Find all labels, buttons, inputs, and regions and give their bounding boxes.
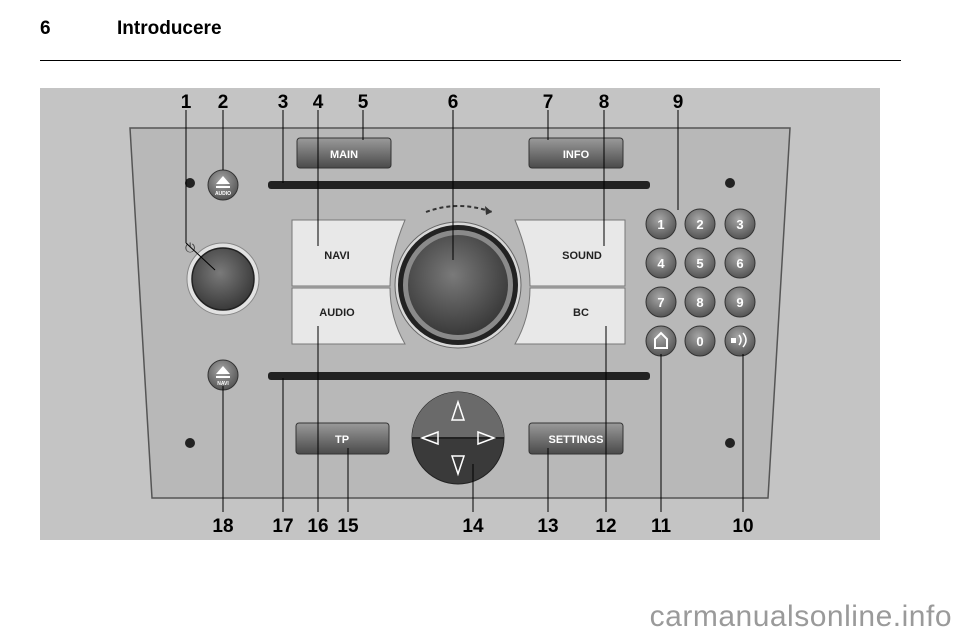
- callout-12: 12: [595, 516, 616, 537]
- screw-hole: [185, 178, 195, 188]
- svg-text:AUDIO: AUDIO: [215, 191, 231, 197]
- callout-1: 1: [181, 92, 192, 113]
- watermark-url: carmanualsonline.info: [649, 600, 952, 633]
- tp-button[interactable]: TP: [295, 422, 390, 455]
- callout-leader-lines: [185, 110, 744, 512]
- radio-panel-figure: MAIN INFO AUDIO NAVI ⏻ NAVI AUDIO SOUND: [40, 88, 880, 540]
- callout-9: 9: [673, 92, 684, 113]
- callout-11: 11: [651, 516, 672, 537]
- callout-7: 7: [543, 92, 554, 113]
- svg-text:3: 3: [736, 217, 743, 232]
- eject-audio-button[interactable]: AUDIO: [207, 169, 239, 201]
- keypad: 1 2 3 4 5 6 7 8 9 0: [645, 208, 756, 357]
- callout-8: 8: [599, 92, 610, 113]
- preset-key-3[interactable]: 3: [724, 208, 756, 240]
- screw-hole: [725, 438, 735, 448]
- callout-4: 4: [313, 92, 324, 113]
- audio-button[interactable]: AUDIO: [291, 287, 406, 345]
- callout-5: 5: [358, 92, 369, 113]
- svg-text:SOUND: SOUND: [562, 250, 602, 262]
- svg-text:0: 0: [696, 334, 703, 349]
- svg-text:NAVI: NAVI: [324, 250, 349, 262]
- svg-text:MAIN: MAIN: [330, 149, 358, 161]
- phone-signal-icon: [731, 332, 747, 348]
- cd-slot-audio[interactable]: [268, 181, 650, 189]
- preset-key-6[interactable]: 6: [724, 247, 756, 279]
- callout-10: 10: [732, 516, 753, 537]
- callout-16: 16: [307, 516, 328, 537]
- lock-icon: [654, 331, 668, 349]
- info-button[interactable]: INFO: [528, 137, 624, 169]
- svg-text:7: 7: [657, 295, 664, 310]
- svg-text:NAVI: NAVI: [217, 381, 229, 387]
- callout-6: 6: [448, 92, 459, 113]
- main-button[interactable]: MAIN: [296, 137, 392, 169]
- callout-14: 14: [462, 516, 484, 537]
- svg-text:2: 2: [696, 217, 703, 232]
- arrow-up-icon[interactable]: [450, 399, 466, 421]
- svg-text:6: 6: [736, 256, 743, 271]
- sound-button[interactable]: SOUND: [514, 219, 626, 287]
- page-title: Introducere: [117, 18, 222, 39]
- direction-pad[interactable]: [411, 391, 505, 485]
- preset-key-9[interactable]: 9: [724, 286, 756, 318]
- preset-key-1[interactable]: 1: [645, 208, 677, 240]
- callout-13: 13: [537, 516, 558, 537]
- svg-text:1: 1: [657, 217, 664, 232]
- settings-button[interactable]: SETTINGS: [528, 422, 624, 455]
- eject-navi-button[interactable]: NAVI: [207, 359, 239, 391]
- svg-text:BC: BC: [573, 307, 589, 319]
- lock-button[interactable]: [645, 325, 677, 357]
- callout-3: 3: [278, 92, 289, 113]
- svg-text:SETTINGS: SETTINGS: [548, 434, 603, 446]
- svg-text:5: 5: [696, 256, 703, 271]
- arrow-right-icon[interactable]: [477, 430, 497, 446]
- svg-text:9: 9: [736, 295, 743, 310]
- cd-slot-navi[interactable]: [268, 372, 650, 380]
- svg-text:TP: TP: [335, 434, 349, 446]
- callout-18: 18: [212, 516, 233, 537]
- preset-key-8[interactable]: 8: [684, 286, 716, 318]
- preset-key-2[interactable]: 2: [684, 208, 716, 240]
- callout-15: 15: [337, 516, 359, 537]
- svg-text:4: 4: [657, 256, 665, 271]
- rotate-arrow-head-icon: [485, 206, 492, 215]
- svg-text:AUDIO: AUDIO: [319, 307, 355, 319]
- svg-text:8: 8: [696, 295, 703, 310]
- navi-button[interactable]: NAVI: [291, 219, 406, 287]
- screw-hole: [725, 178, 735, 188]
- page-number: 6: [40, 18, 51, 39]
- svg-text:INFO: INFO: [563, 149, 590, 161]
- preset-key-0[interactable]: 0: [684, 325, 716, 357]
- preset-key-7[interactable]: 7: [645, 286, 677, 318]
- header-divider: [40, 60, 901, 61]
- screw-hole: [185, 438, 195, 448]
- callout-17: 17: [272, 516, 293, 537]
- preset-key-4[interactable]: 4: [645, 247, 677, 279]
- arrow-down-icon[interactable]: [450, 455, 466, 477]
- preset-key-5[interactable]: 5: [684, 247, 716, 279]
- phone-button[interactable]: [724, 325, 756, 357]
- arrow-left-icon[interactable]: [419, 430, 439, 446]
- multifunction-knob[interactable]: [394, 221, 522, 349]
- bc-button[interactable]: BC: [514, 287, 626, 345]
- callout-2: 2: [218, 92, 229, 113]
